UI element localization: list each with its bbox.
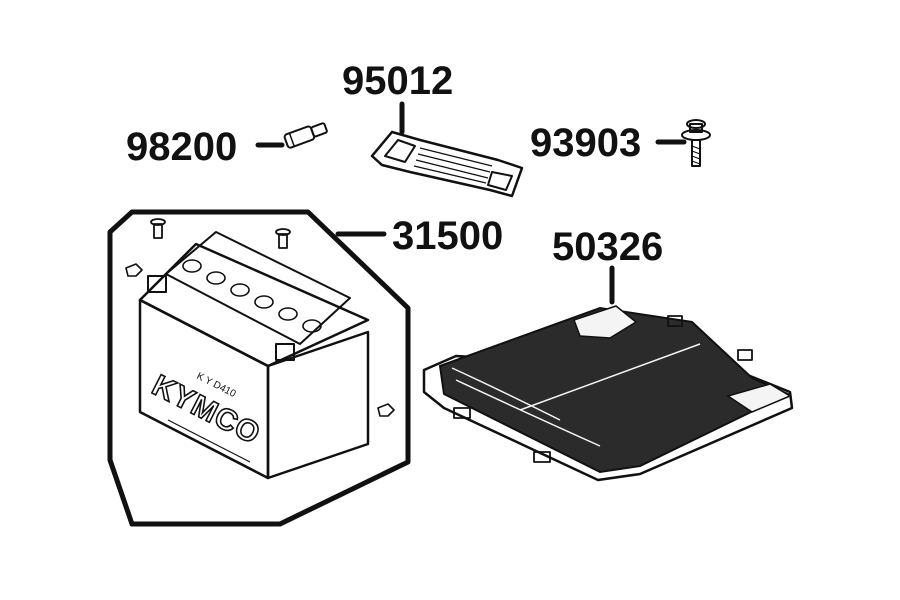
battery-group-frame bbox=[107, 209, 411, 527]
terminal-nut-left bbox=[125, 263, 143, 277]
terminal-nut-right bbox=[377, 403, 395, 417]
battery-top bbox=[138, 242, 370, 368]
battery-label-lines bbox=[167, 419, 255, 471]
battery-terminal-negative bbox=[147, 275, 167, 293]
battery-terminal-positive bbox=[275, 343, 295, 361]
cover-part-number: 50326 bbox=[552, 225, 663, 269]
bolt-part: 93903 bbox=[530, 119, 711, 167]
battery-side bbox=[266, 330, 370, 480]
bolt-part-number: 93903 bbox=[530, 121, 641, 165]
fuse-part: 98200 bbox=[126, 122, 328, 169]
strap-part-number: 95012 bbox=[342, 59, 453, 103]
battery-part-number: 31500 bbox=[392, 214, 503, 258]
battery-vent-caps bbox=[182, 259, 322, 333]
fuse-part-number: 98200 bbox=[126, 125, 237, 169]
terminal-bolt-left bbox=[150, 218, 166, 239]
cover-part: 50326 bbox=[422, 225, 794, 482]
terminal-bolt-right bbox=[275, 228, 291, 249]
strap-part: 95012 bbox=[342, 59, 524, 198]
